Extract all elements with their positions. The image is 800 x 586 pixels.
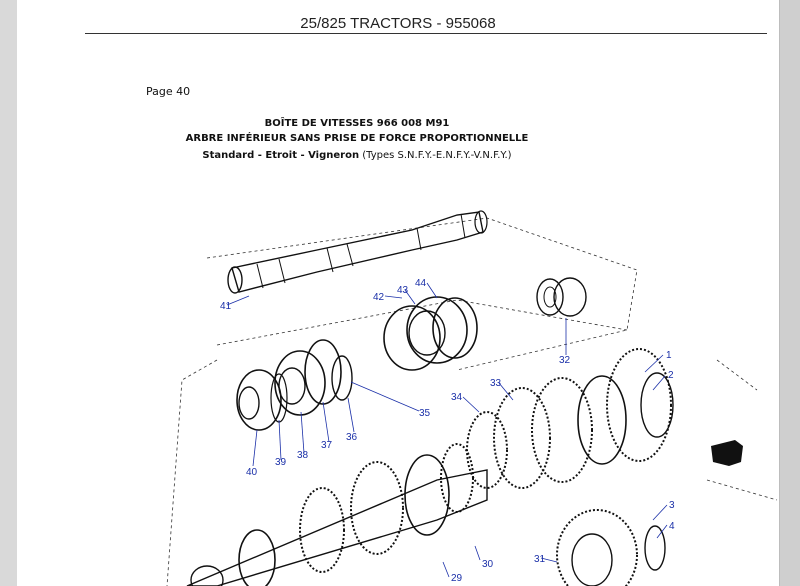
assembly-guide-line (166, 359, 218, 586)
assembly-guide-line (706, 479, 778, 501)
callout-40: 40 (246, 467, 258, 478)
callout-44: 44 (415, 278, 427, 289)
callout-leaders (226, 282, 668, 578)
manual-page: 25/825 TRACTORS - 955068 Page 40 BOÎTE D… (17, 0, 779, 586)
callout-34: 34 (451, 392, 463, 403)
diagram-caption-line-1: BOÎTE DE VITESSES 966 008 M91 (264, 118, 450, 129)
diagram-caption-line-3: Standard - Etroit - Vigneron (Types S.N.… (17, 150, 697, 161)
callout-42: 42 (373, 292, 385, 303)
callout-33: 33 (490, 378, 502, 389)
callout-39: 39 (275, 457, 287, 468)
exploded-gearbox-diagram: 1 2 3 4 29 30 31 32 33 34 35 36 37 38 39… (166, 210, 778, 586)
assembly-guide-line (206, 217, 638, 371)
gear-cluster-lower (186, 443, 666, 586)
callout-4: 4 (669, 521, 675, 532)
callout-29: 29 (451, 573, 463, 584)
gear-cluster-upper (466, 348, 674, 489)
sleeve-part-32 (536, 277, 587, 317)
assembly-guide-line (216, 299, 628, 346)
callout-3: 3 (669, 500, 675, 511)
callout-38: 38 (297, 450, 309, 461)
callout-43: 43 (397, 285, 409, 296)
callout-35: 35 (419, 408, 431, 419)
diagram-caption-line-2: ARBRE INFÉRIEUR SANS PRISE DE FORCE PROP… (185, 133, 529, 144)
main-shaft-part-41 (227, 210, 488, 294)
assembly-guide-line (716, 359, 758, 391)
callout-2: 2 (668, 370, 674, 381)
callout-36: 36 (346, 432, 358, 443)
header-rule (85, 33, 767, 34)
callout-41: 41 (220, 301, 232, 312)
callout-31: 31 (534, 554, 546, 565)
bearing-stack-part-35-40 (236, 339, 353, 431)
bearing-part-43-44 (383, 296, 478, 371)
callout-1: 1 (666, 350, 672, 361)
ink-blot (711, 440, 743, 466)
callout-32: 32 (559, 355, 571, 366)
callout-37: 37 (321, 440, 333, 451)
page-number-label: Page 40 (146, 85, 191, 98)
viewer-right-edge (779, 0, 800, 586)
caption-types: (Types S.N.F.Y.-E.N.F.Y.-V.N.F.Y.) (359, 150, 512, 161)
caption-variants: Standard - Etroit - Vigneron (202, 150, 360, 161)
page-header-title: 25/825 TRACTORS - 955068 (300, 15, 496, 32)
callout-30: 30 (482, 559, 494, 570)
